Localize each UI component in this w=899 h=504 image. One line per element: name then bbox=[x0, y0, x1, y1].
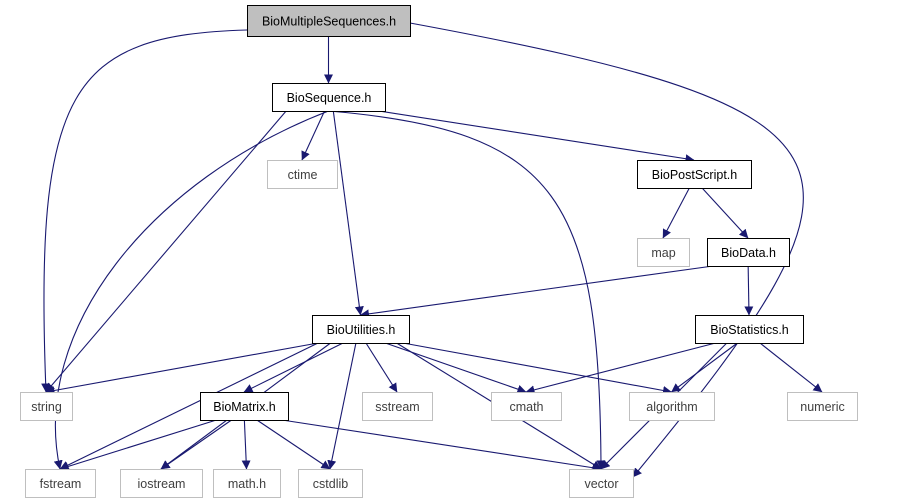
node-ctime: ctime bbox=[267, 160, 338, 189]
edge-biomatrix-h-to-vector bbox=[281, 419, 602, 473]
edge-biosequence-h-to-string bbox=[45, 110, 287, 393]
node-bioutilities-h[interactable]: BioUtilities.h bbox=[312, 315, 410, 344]
node-box-bioutilities-h bbox=[312, 315, 410, 344]
edge-bioutilities-h-to-algorithm bbox=[402, 342, 672, 395]
node-biostatistics-h[interactable]: BioStatistics.h bbox=[695, 315, 804, 344]
node-box-string bbox=[20, 392, 73, 421]
edge-biopostscript-h-to-biodata-h bbox=[701, 187, 749, 239]
node-biomatrix-h[interactable]: BioMatrix.h bbox=[200, 392, 289, 421]
node-box-algorithm bbox=[629, 392, 715, 421]
node-box-map bbox=[637, 238, 690, 267]
node-box-biopostscript-h bbox=[637, 160, 752, 189]
node-box-biomultiplesequences-h bbox=[247, 5, 411, 37]
edge-biopostscript-h-to-map bbox=[662, 187, 690, 239]
node-cmath: cmath bbox=[491, 392, 562, 421]
node-box-cmath bbox=[491, 392, 562, 421]
node-box-biostatistics-h bbox=[695, 315, 804, 344]
node-map: map bbox=[637, 238, 690, 267]
edge-biodata-h-to-biostatistics-h bbox=[744, 265, 754, 316]
node-string: string bbox=[20, 392, 73, 421]
node-cstdlib: cstdlib bbox=[298, 469, 363, 498]
edge-biomatrix-h-to-iostream bbox=[160, 419, 232, 470]
edge-biosequence-h-to-vector bbox=[328, 110, 606, 470]
node-label-cstdlib: cstdlib bbox=[313, 477, 348, 491]
node-iostream: iostream bbox=[120, 469, 203, 498]
edge-biostatistics-h-to-algorithm bbox=[671, 342, 738, 393]
edge-biosequence-h-to-ctime bbox=[301, 110, 326, 161]
edge-bioutilities-h-to-biomatrix-h bbox=[243, 342, 344, 393]
node-math-h: math.h bbox=[213, 469, 281, 498]
node-label-bioutilities-h: BioUtilities.h bbox=[327, 323, 396, 337]
edge-biosequence-h-to-biopostscript-h bbox=[378, 110, 695, 164]
node-box-numeric bbox=[787, 392, 858, 421]
node-biodata-h[interactable]: BioData.h bbox=[707, 238, 790, 267]
node-box-vector bbox=[569, 469, 634, 498]
node-numeric: numeric bbox=[787, 392, 858, 421]
node-label-string: string bbox=[31, 400, 62, 414]
node-box-math-h bbox=[213, 469, 281, 498]
node-label-biostatistics-h: BioStatistics.h bbox=[710, 323, 789, 337]
node-box-biodata-h bbox=[707, 238, 790, 267]
edge-bioutilities-h-to-fstream bbox=[59, 342, 319, 470]
node-sstream: sstream bbox=[362, 392, 433, 421]
node-label-cmath: cmath bbox=[509, 400, 543, 414]
edges-layer bbox=[41, 22, 823, 478]
node-box-fstream bbox=[25, 469, 96, 498]
edge-biomultiplesequences-h-to-string bbox=[41, 29, 248, 393]
edge-biostatistics-h-to-cmath bbox=[525, 342, 716, 395]
node-box-ctime bbox=[267, 160, 338, 189]
node-label-ctime: ctime bbox=[288, 168, 318, 182]
edge-biosequence-h-to-bioutilities-h bbox=[332, 110, 364, 316]
node-biomultiplesequences-h[interactable]: BioMultipleSequences.h bbox=[247, 5, 411, 37]
node-label-algorithm: algorithm bbox=[646, 400, 697, 414]
node-label-iostream: iostream bbox=[138, 477, 186, 491]
node-label-biomultiplesequences-h: BioMultipleSequences.h bbox=[262, 15, 396, 29]
edge-biodata-h-to-bioutilities-h bbox=[360, 265, 714, 319]
node-vector: vector bbox=[569, 469, 634, 498]
edge-biomatrix-h-to-cstdlib bbox=[256, 419, 331, 470]
node-fstream: fstream bbox=[25, 469, 96, 498]
node-label-biomatrix-h: BioMatrix.h bbox=[213, 400, 276, 414]
node-box-cstdlib bbox=[298, 469, 363, 498]
node-label-vector: vector bbox=[584, 477, 618, 491]
node-algorithm: algorithm bbox=[629, 392, 715, 421]
node-label-sstream: sstream bbox=[375, 400, 419, 414]
node-label-numeric: numeric bbox=[800, 400, 844, 414]
node-label-biosequence-h: BioSequence.h bbox=[287, 91, 372, 105]
edge-biostatistics-h-to-numeric bbox=[759, 342, 823, 393]
node-box-sstream bbox=[362, 392, 433, 421]
edge-biomatrix-h-to-math-h bbox=[241, 419, 251, 470]
node-label-map: map bbox=[651, 246, 675, 260]
node-label-biopostscript-h: BioPostScript.h bbox=[652, 168, 738, 182]
node-box-biomatrix-h bbox=[200, 392, 289, 421]
edge-bioutilities-h-to-sstream bbox=[365, 342, 398, 393]
edge-bioutilities-h-to-cmath bbox=[385, 342, 527, 394]
node-label-biodata-h: BioData.h bbox=[721, 246, 776, 260]
node-label-fstream: fstream bbox=[40, 477, 82, 491]
node-box-iostream bbox=[120, 469, 203, 498]
edge-bioutilities-h-to-string bbox=[45, 342, 319, 395]
node-label-math-h: math.h bbox=[228, 477, 266, 491]
node-biosequence-h[interactable]: BioSequence.h bbox=[272, 83, 386, 112]
node-box-biosequence-h bbox=[272, 83, 386, 112]
edge-biomultiplesequences-h-to-vector bbox=[409, 22, 804, 478]
edge-bioutilities-h-to-cstdlib bbox=[327, 342, 357, 470]
node-biopostscript-h[interactable]: BioPostScript.h bbox=[637, 160, 752, 189]
edge-biomatrix-h-to-fstream bbox=[59, 419, 217, 471]
